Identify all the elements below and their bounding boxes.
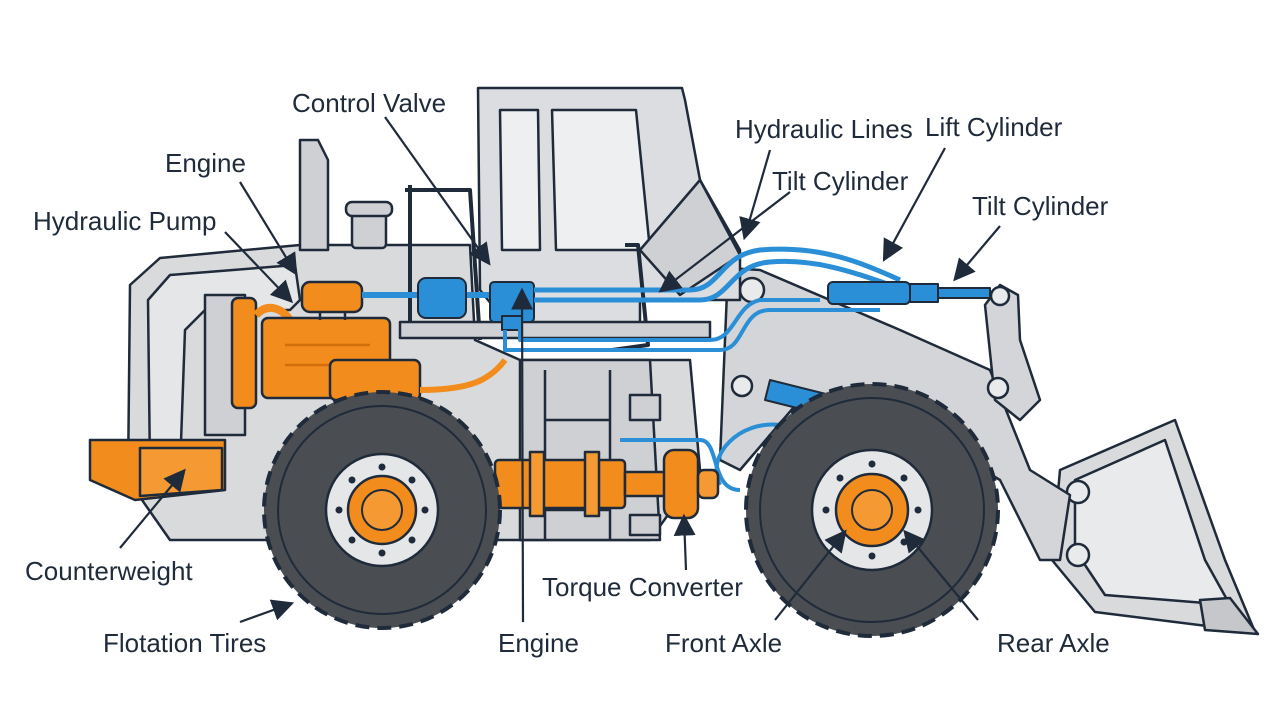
label-engine-top: Engine <box>165 148 246 178</box>
label-engine-bottom: Engine <box>498 628 579 658</box>
rear-tire <box>262 390 502 630</box>
bucket <box>1050 418 1260 636</box>
label-control-valve: Control Valve <box>292 88 446 118</box>
counterweight-block <box>88 438 227 502</box>
label-rear-axle: Rear Axle <box>997 628 1110 658</box>
drivetrain <box>493 448 720 520</box>
label-flotation-tires: Flotation Tires <box>103 628 266 658</box>
label-torque-converter: Torque Converter <box>542 572 743 602</box>
label-tilt-cylinder-2: Tilt Cylinder <box>972 191 1109 221</box>
label-lift-cylinder: Lift Cylinder <box>925 112 1063 142</box>
label-counterweight: Counterweight <box>25 556 193 586</box>
engine-assembly <box>230 280 508 410</box>
label-hydraulic-pump: Hydraulic Pump <box>33 206 217 236</box>
front-tire <box>744 382 1000 638</box>
label-tilt-cylinder-1: Tilt Cylinder <box>772 166 909 196</box>
label-hydraulic-lines: Hydraulic Lines <box>735 114 913 144</box>
leader-arrows <box>119 116 1001 624</box>
label-front-axle: Front Axle <box>665 628 782 658</box>
hydraulic-system <box>362 246 991 492</box>
